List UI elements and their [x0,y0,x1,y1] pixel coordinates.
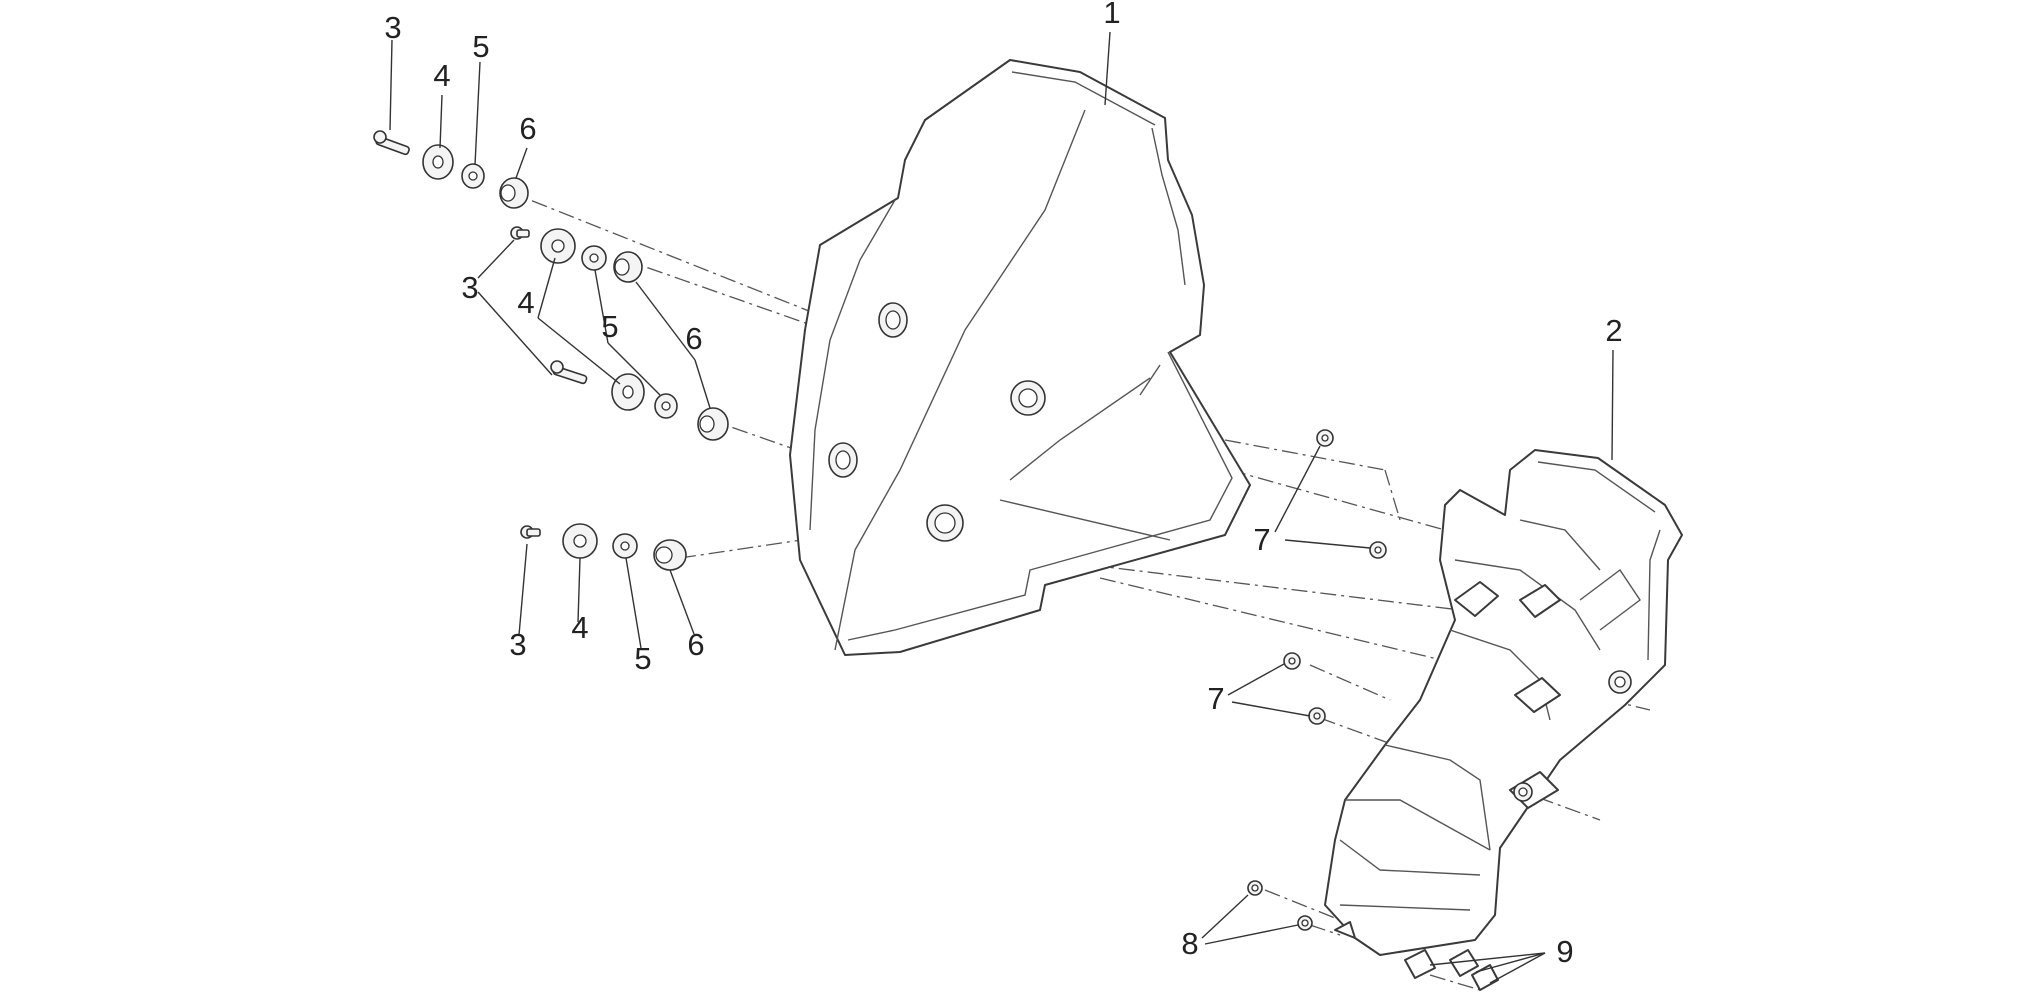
callout-7-b: 7 [1207,681,1224,716]
callout-labels: 1 2 3 4 5 6 3 4 5 6 3 4 5 6 7 7 8 9 [384,0,1622,969]
callout-3-a: 3 [384,10,401,45]
callout-2: 2 [1605,313,1622,348]
hardware-set-b [510,226,643,283]
callout-5-a: 5 [472,29,489,64]
callout-6-b: 6 [685,321,702,356]
screws-7-8 [1247,429,1387,931]
hardware-set-c [550,360,729,441]
callout-6-a: 6 [519,111,536,146]
leader-lines [389,31,1614,984]
callout-5-c: 5 [634,641,651,676]
hardware-set-a [373,130,529,209]
callout-3-c: 3 [509,627,526,662]
callout-1: 1 [1103,0,1120,30]
windshield-part [789,59,1251,656]
fairing-bracket-part [1324,449,1683,991]
callout-4-b: 4 [517,285,534,320]
callout-4-a: 4 [433,58,450,93]
hardware-set-d [520,523,687,571]
callout-6-c: 6 [687,627,704,662]
callout-7-a: 7 [1253,522,1270,557]
callout-3-b: 3 [461,270,478,305]
callout-4-c: 4 [571,610,588,645]
callout-9: 9 [1556,934,1573,969]
callout-8: 8 [1181,926,1198,961]
callout-5-b: 5 [601,309,618,344]
